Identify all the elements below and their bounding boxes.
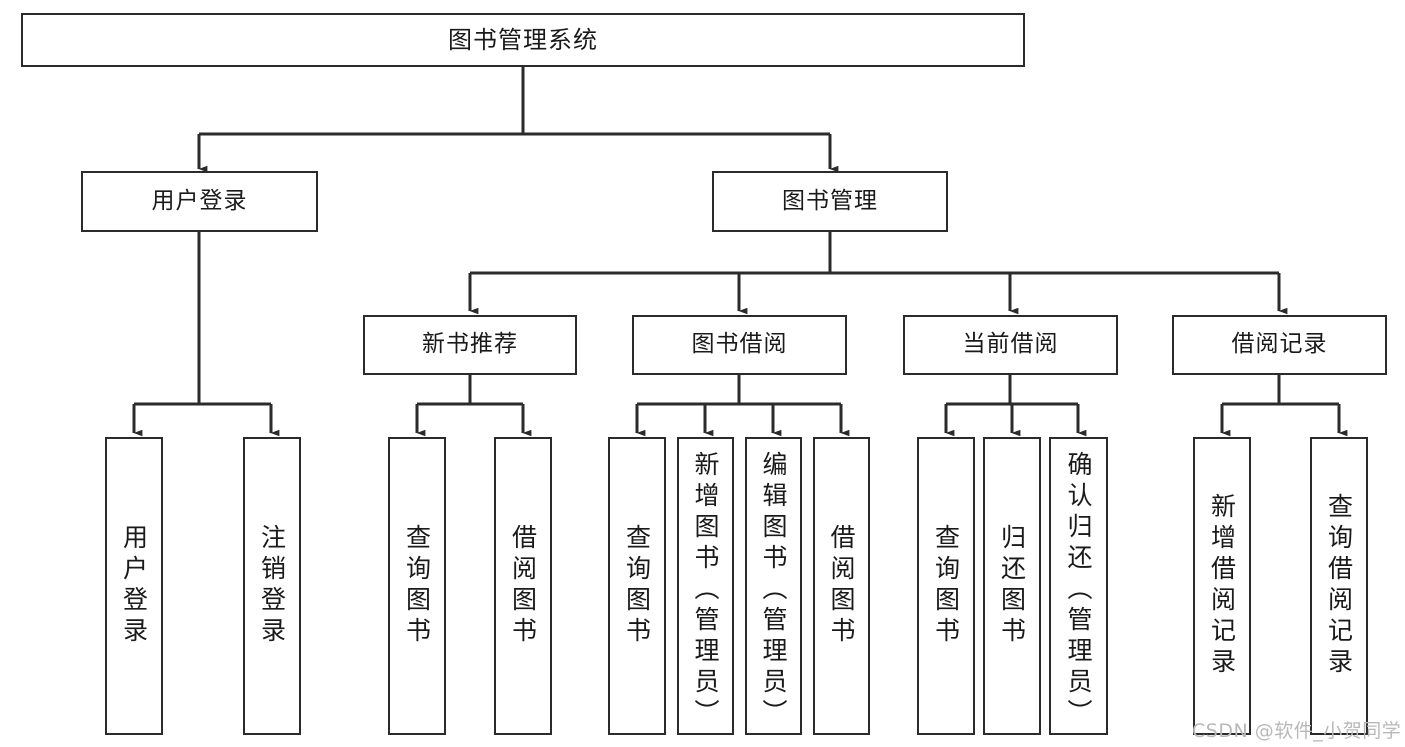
node-leaf-borrow-record-add[interactable]: 新增借阅记录 [1193, 437, 1251, 735]
watermark-csdn: CSDN @软件_小贺同学 [1192, 720, 1402, 742]
node-label: 图书管理 [782, 187, 878, 214]
node-leaf-book-borrow-add[interactable]: 新增图书（管理员） [677, 437, 734, 735]
node-root-book-management-system[interactable]: 图书管理系统 [21, 13, 1025, 67]
node-label: 图书借阅 [691, 331, 788, 358]
node-label: 借阅图书 [827, 524, 856, 648]
node-book-management[interactable]: 图书管理 [712, 171, 948, 232]
node-label: 新增图书（管理员） [691, 451, 720, 730]
node-leaf-borrow-record-query[interactable]: 查询借阅记录 [1310, 437, 1368, 735]
node-label: 编辑图书（管理员） [759, 451, 788, 730]
node-label: 用户登录 [151, 187, 248, 214]
node-label: 查询图书 [931, 524, 961, 648]
node-label: 新书推荐 [422, 331, 518, 358]
node-label: 新增借阅记录 [1207, 493, 1237, 679]
node-leaf-user-login-signout[interactable]: 注销登录 [243, 437, 301, 735]
node-new-book-recommend[interactable]: 新书推荐 [363, 315, 577, 375]
node-label: 确认归还（管理员） [1064, 451, 1093, 730]
node-label: 查询图书 [402, 524, 432, 648]
node-label: 查询图书 [622, 524, 652, 648]
node-label: 图书管理系统 [448, 25, 598, 54]
node-leaf-book-borrow-edit[interactable]: 编辑图书（管理员） [745, 437, 802, 735]
node-label: 借阅记录 [1231, 331, 1328, 358]
node-label: 注销登录 [257, 524, 287, 648]
node-label: 归还图书 [997, 524, 1027, 648]
node-leaf-new-book-query[interactable]: 查询图书 [388, 437, 446, 735]
node-label: 用户登录 [119, 524, 149, 648]
node-leaf-new-book-borrow[interactable]: 借阅图书 [494, 437, 552, 735]
node-label: 借阅图书 [508, 524, 538, 648]
node-current-borrow[interactable]: 当前借阅 [903, 315, 1118, 375]
node-leaf-book-borrow-lend[interactable]: 借阅图书 [813, 437, 870, 735]
node-leaf-book-borrow-query[interactable]: 查询图书 [608, 437, 666, 735]
node-leaf-current-borrow-confirm[interactable]: 确认归还（管理员） [1049, 437, 1108, 735]
node-leaf-current-borrow-return[interactable]: 归还图书 [983, 437, 1041, 735]
node-leaf-user-login-signin[interactable]: 用户登录 [105, 437, 163, 735]
node-book-borrow[interactable]: 图书借阅 [632, 315, 847, 375]
node-label: 当前借阅 [962, 331, 1059, 358]
node-borrow-record[interactable]: 借阅记录 [1172, 315, 1387, 375]
node-leaf-current-borrow-query[interactable]: 查询图书 [917, 437, 975, 735]
node-label: 查询借阅记录 [1324, 493, 1354, 679]
node-user-login[interactable]: 用户登录 [81, 171, 318, 232]
